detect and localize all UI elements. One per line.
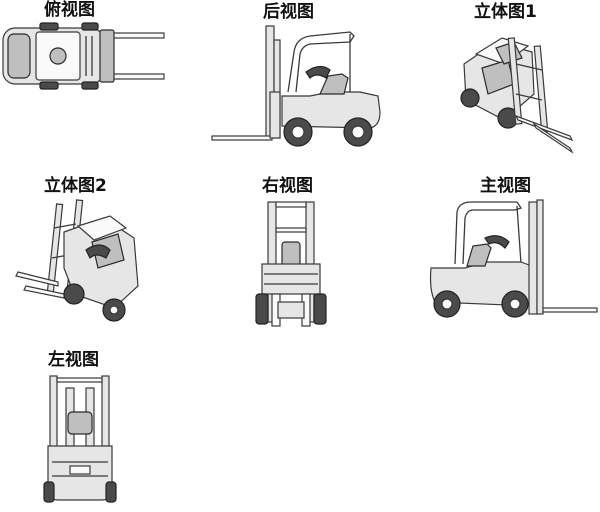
- caption-front-view: 主视图: [480, 176, 531, 196]
- forklift-rear-view-icon: [210, 22, 385, 150]
- caption-rear-view: 后视图: [263, 2, 314, 22]
- forklift-front-view-icon: [425, 198, 600, 320]
- forklift-isometric-1-icon: [452, 24, 577, 156]
- caption-right-view: 右视图: [262, 176, 313, 196]
- forklift-top-view-icon: [0, 20, 170, 92]
- caption-isometric-1: 立体图1: [474, 2, 537, 22]
- forklift-isometric-2-icon: [14, 198, 146, 330]
- caption-left-view: 左视图: [48, 350, 99, 370]
- caption-isometric-2: 立体图2: [44, 176, 107, 196]
- forklift-right-view-icon: [250, 198, 332, 330]
- forklift-left-view-icon: [42, 372, 118, 504]
- caption-top-view: 俯视图: [44, 0, 95, 20]
